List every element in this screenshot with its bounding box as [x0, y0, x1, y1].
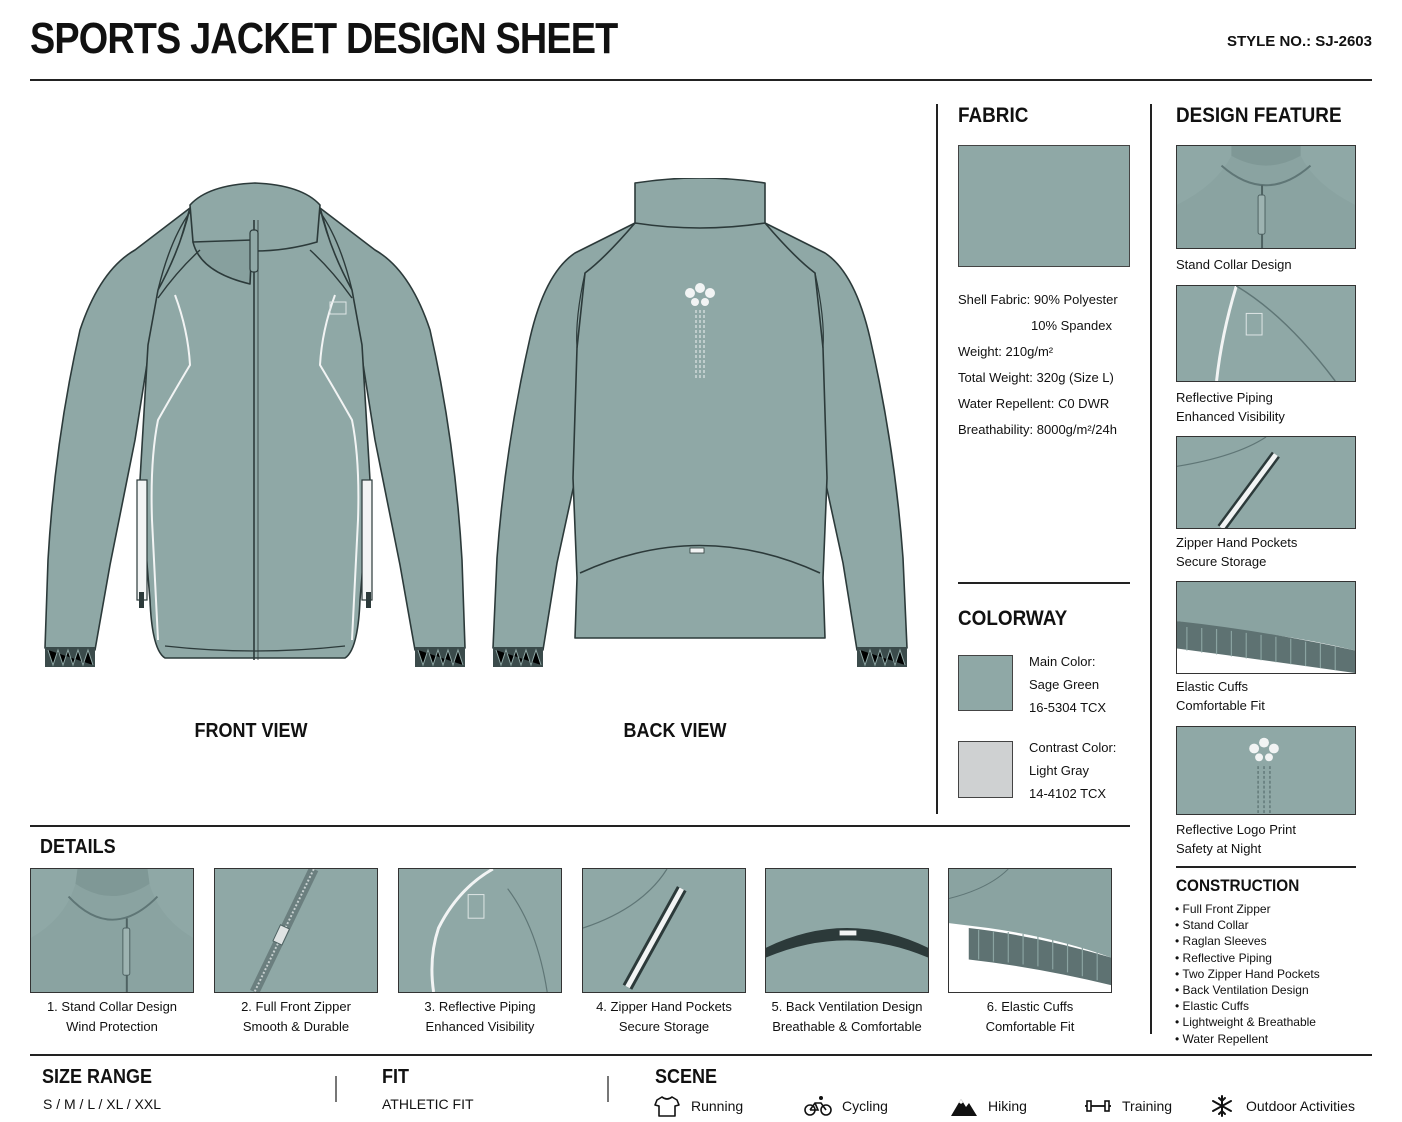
size-range-title: SIZE RANGE: [42, 1066, 153, 1088]
mountain-icon: [951, 1099, 977, 1116]
feature-thumb-logo: [1176, 726, 1356, 815]
page-title: SPORTS JACKET DESIGN SHEET: [30, 14, 618, 63]
feature-thumb-cuff: [1176, 581, 1356, 674]
contrast-color-name: Light Gray: [1029, 763, 1089, 778]
feature-divider-left: [1150, 104, 1152, 1034]
feature-thumb-pocket: [1176, 436, 1356, 529]
dumbbell-icon: [1085, 1100, 1111, 1112]
construction-item: Elastic Cuffs: [1175, 998, 1320, 1014]
detail-caption-line2: Comfortable Fit: [985, 1019, 1075, 1034]
feature-caption-line1: Reflective Piping: [1176, 390, 1273, 405]
scene-title: SCENE: [655, 1066, 718, 1088]
fabric-spec: Breathability: 8000g/m²/24h: [958, 422, 1117, 437]
scene-label: Cycling: [842, 1098, 888, 1114]
construction-item: Full Front Zipper: [1175, 901, 1320, 917]
detail-caption-line1: 2. Full Front Zipper: [241, 999, 351, 1014]
detail-thumb-pocket: [582, 868, 746, 993]
detail-caption-line2: Enhanced Visibility: [425, 1019, 535, 1034]
bicycle-icon: [804, 1096, 832, 1116]
construction-item: Stand Collar: [1175, 917, 1320, 933]
fit-value: ATHLETIC FIT: [382, 1096, 474, 1112]
scene-label: Hiking: [988, 1098, 1027, 1114]
detail-thumb-vent: [765, 868, 929, 993]
construction-title: CONSTRUCTION: [1176, 876, 1300, 895]
scene-hiking: Hiking: [950, 1094, 1027, 1118]
fabric-spec: Water Repellent: C0 DWR: [958, 396, 1110, 411]
feature-caption-line2: Safety at Night: [1176, 841, 1262, 856]
scene-label: Outdoor Activities: [1246, 1098, 1355, 1114]
front-view-illustration: [44, 182, 466, 667]
construction-divider: [1176, 866, 1356, 868]
detail-thumb-cuff: [948, 868, 1112, 993]
feature-thumb-collar: [1176, 145, 1356, 249]
footer-divider: [30, 1054, 1372, 1056]
feature-caption-line1: Reflective Logo Print: [1176, 822, 1296, 837]
detail-caption-line1: 3. Reflective Piping: [424, 999, 536, 1014]
construction-item: Reflective Piping: [1175, 950, 1320, 966]
detail-caption-line1: 6. Elastic Cuffs: [986, 999, 1074, 1014]
fabric-spec: Weight: 210g/m²: [958, 344, 1054, 359]
detail-caption-line2: Smooth & Durable: [242, 1019, 350, 1034]
main-color-code: 16-5304 TCX: [1029, 700, 1107, 715]
construction-item: Water Repellent: [1175, 1031, 1320, 1047]
feature-caption-line2: Comfortable Fit: [1176, 698, 1265, 713]
detail-caption-line2: Breathable & Comfortable: [772, 1019, 922, 1034]
feature-caption-line1: Zipper Hand Pockets: [1176, 535, 1298, 550]
style-number: STYLE NO.: SJ-2603: [1226, 33, 1372, 50]
details-divider: [30, 825, 1130, 827]
fabric-title: FABRIC: [958, 104, 1029, 127]
detail-thumb-piping: [398, 868, 562, 993]
contrast-color-code: 14-4102 TCX: [1029, 786, 1107, 801]
detail-caption-line2: Secure Storage: [618, 1019, 710, 1034]
construction-item: Two Zipper Hand Pockets: [1175, 966, 1319, 982]
fabric-spec: Total Weight: 320g (Size L): [958, 370, 1114, 385]
feature-caption-line1: Stand Collar Design: [1176, 257, 1292, 272]
construction-item: Lightweight & Breathable: [1175, 1014, 1320, 1030]
scene-label: Running: [691, 1098, 744, 1114]
main-color-name: Sage Green: [1029, 677, 1100, 692]
detail-caption-line2: Wind Protection: [66, 1019, 158, 1034]
back-view-label: BACK VIEW: [623, 720, 727, 742]
fabric-colorway-divider: [958, 582, 1130, 584]
scene-training: Training: [1084, 1094, 1172, 1118]
feature-caption-line1: Elastic Cuffs: [1176, 679, 1249, 694]
fabric-divider-left: [936, 104, 938, 814]
contrast-color-swatch: [958, 741, 1013, 798]
footer-sep-1: [335, 1076, 337, 1102]
size-range-value: S / M / L / XL / XXL: [43, 1096, 162, 1112]
details-title: DETAILS: [40, 836, 116, 858]
detail-caption-line1: 4. Zipper Hand Pockets: [596, 999, 732, 1014]
header-divider: [30, 79, 1372, 81]
front-view-label: FRONT VIEW: [194, 720, 308, 742]
main-color-swatch: [958, 655, 1013, 711]
construction-item: Raglan Sleeves: [1175, 933, 1320, 949]
tshirt-icon: [654, 1096, 680, 1117]
back-view-illustration: [492, 178, 908, 667]
design-feature-title: DESIGN FEATURE: [1176, 104, 1342, 127]
scene-outdoor: Outdoor Activities: [1208, 1094, 1355, 1118]
main-color-label: Main Color:: [1029, 654, 1096, 669]
snowflake-icon: [1212, 1095, 1232, 1117]
fabric-spec: Shell Fabric: 90% Polyester: [958, 292, 1118, 307]
feature-caption-line2: Secure Storage: [1176, 554, 1267, 569]
feature-thumb-piping: [1176, 285, 1356, 382]
fabric-spec: 10% Spandex: [1031, 318, 1112, 333]
scene-label: Training: [1122, 1098, 1173, 1114]
scene-running: Running: [653, 1094, 743, 1118]
detail-thumb-zipper: [214, 868, 378, 993]
detail-caption-line1: 1. Stand Collar Design: [46, 999, 178, 1014]
detail-thumb-collar: [30, 868, 194, 993]
feature-caption-line2: Enhanced Visibility: [1176, 409, 1285, 424]
fit-title: FIT: [382, 1066, 409, 1088]
footer-sep-2: [607, 1076, 609, 1102]
construction-list: Full Front Zipper Stand Collar Raglan Sl…: [1175, 901, 1320, 1047]
fabric-swatch: [958, 145, 1130, 267]
detail-caption-line1: 5. Back Ventilation Design: [771, 999, 923, 1014]
construction-item: Back Ventilation Design: [1175, 982, 1320, 998]
colorway-title: COLORWAY: [958, 607, 1068, 630]
contrast-color-label: Contrast Color:: [1029, 740, 1117, 755]
scene-cycling: Cycling: [804, 1094, 888, 1118]
